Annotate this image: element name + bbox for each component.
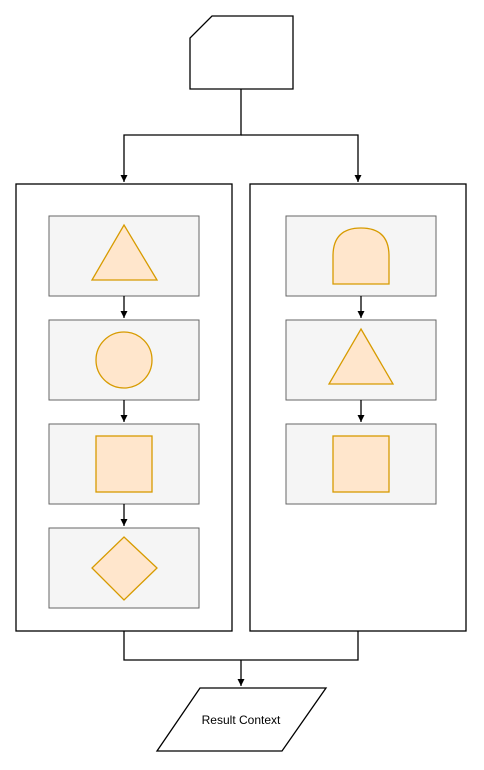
square-shape — [332, 435, 390, 493]
result-context-node[interactable]: Result Context — [155, 687, 328, 752]
left-flow — [15, 183, 233, 632]
split-connector — [120, 89, 362, 182]
result-context-shape — [155, 687, 328, 752]
diamond-shape — [91, 536, 158, 601]
triangle-shape — [90, 223, 159, 281]
arch-shape — [332, 227, 390, 285]
merge-connector — [123, 631, 359, 686]
result-context-label: Result Context — [202, 713, 281, 727]
right-flow — [249, 183, 467, 632]
circle-shape — [95, 331, 153, 389]
triangle-shape — [327, 327, 395, 385]
square-shape — [95, 435, 153, 493]
input-card-node[interactable] — [189, 15, 294, 90]
